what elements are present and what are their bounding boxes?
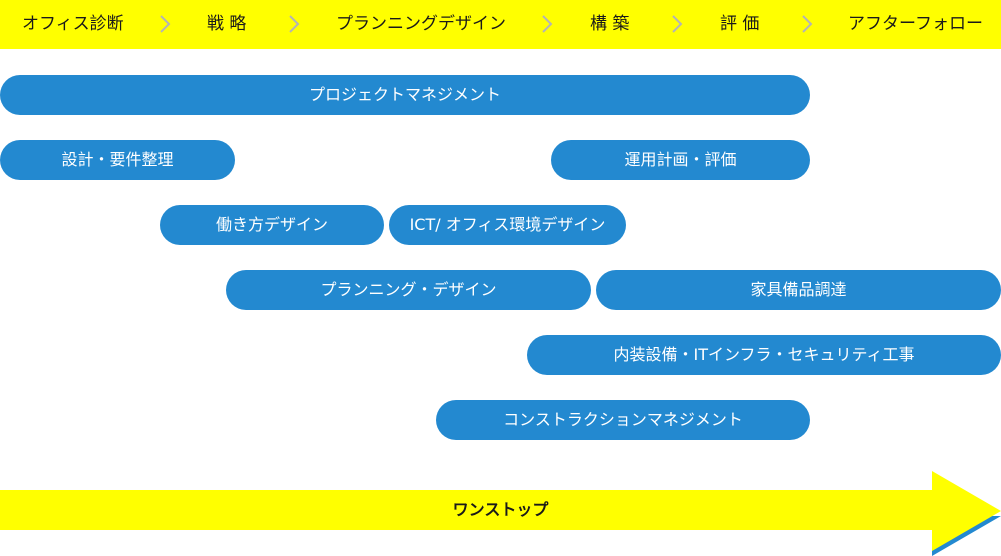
phase-office-diagnosis: オフィス診断 — [22, 14, 124, 34]
chevron-right-icon — [670, 14, 684, 34]
pill-planning-design: プランニング・デザイン — [226, 270, 591, 310]
phase-construction: 構 築 — [590, 14, 630, 34]
chevron-right-icon — [800, 14, 814, 34]
pill-construction-management: コンストラクションマネジメント — [436, 400, 810, 440]
phase-planning-design: プランニングデザイン — [336, 14, 506, 34]
pill-operation-plan: 運用計画・評価 — [551, 140, 810, 180]
chevron-right-icon — [287, 14, 301, 34]
pill-project-management: プロジェクトマネジメント — [0, 75, 810, 115]
phase-band — [0, 0, 1001, 49]
pill-workstyle-design: 働き方デザイン — [160, 205, 384, 245]
phase-evaluation: 評 価 — [720, 14, 760, 34]
pill-furniture-procurement: 家具備品調達 — [596, 270, 1001, 310]
pill-interior-works: 内装設備・ITインフラ・セキュリティ工事 — [527, 335, 1001, 375]
pill-design-requirements: 設計・要件整理 — [0, 140, 235, 180]
phase-strategy: 戦 略 — [207, 14, 247, 34]
pill-ict-office-design: ICT/ オフィス環境デザイン — [389, 205, 626, 245]
chevron-right-icon — [540, 14, 554, 34]
chevron-right-icon — [158, 14, 172, 34]
one-stop-label: ワンストップ — [452, 500, 549, 519]
one-stop-arrow — [0, 471, 1001, 556]
phase-after-follow: アフターフォロー — [848, 14, 983, 34]
